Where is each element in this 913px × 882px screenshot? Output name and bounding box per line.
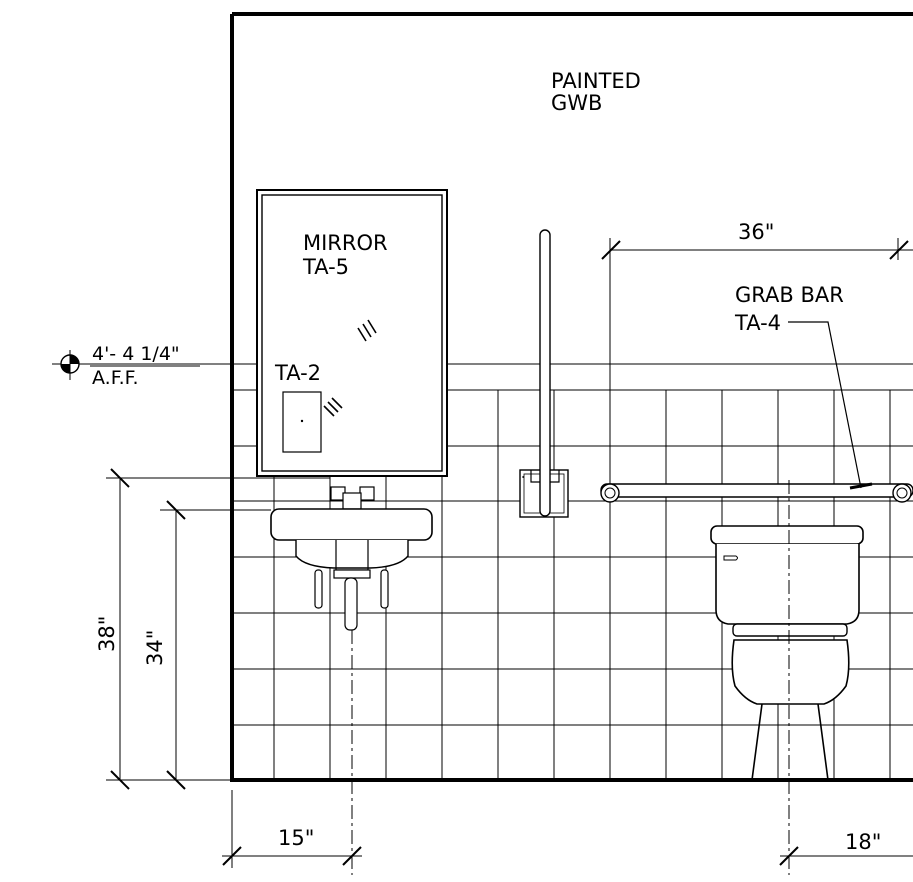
mirror bbox=[256, 189, 448, 477]
dispenser-label: TA-2 bbox=[274, 361, 321, 385]
toilet bbox=[710, 525, 864, 781]
elevation-value: 4'- 4 1/4" bbox=[92, 343, 180, 365]
lavatory bbox=[270, 486, 433, 631]
dimension-lines bbox=[52, 238, 913, 868]
centerlines bbox=[351, 480, 790, 875]
dim-toilet-offset: 18" bbox=[845, 830, 881, 854]
elevation-reference: A.F.F. bbox=[92, 367, 139, 389]
wall-finish-line1: PAINTED bbox=[551, 69, 641, 93]
horizontal-grab-bar bbox=[600, 482, 913, 503]
grab-bar-label-line1: GRAB BAR bbox=[735, 283, 844, 307]
dim-mirror-height: 38" bbox=[95, 616, 119, 652]
grab-bar-label-line2: TA-4 bbox=[734, 311, 781, 335]
mirror-label-line1: MIRROR bbox=[303, 231, 388, 255]
vertical-grab-bar bbox=[519, 229, 569, 518]
elevation-marker-icon bbox=[60, 350, 80, 380]
dim-lavatory-offset: 15" bbox=[278, 826, 314, 850]
mirror-label-line2: TA-5 bbox=[302, 255, 349, 279]
grab-bar-leader bbox=[788, 321, 862, 489]
dim-lavatory-height: 34" bbox=[143, 630, 167, 666]
wall-finish-line2: GWB bbox=[551, 91, 602, 115]
dim-grab-bar-length: 36" bbox=[738, 220, 774, 244]
dispenser bbox=[282, 391, 343, 453]
